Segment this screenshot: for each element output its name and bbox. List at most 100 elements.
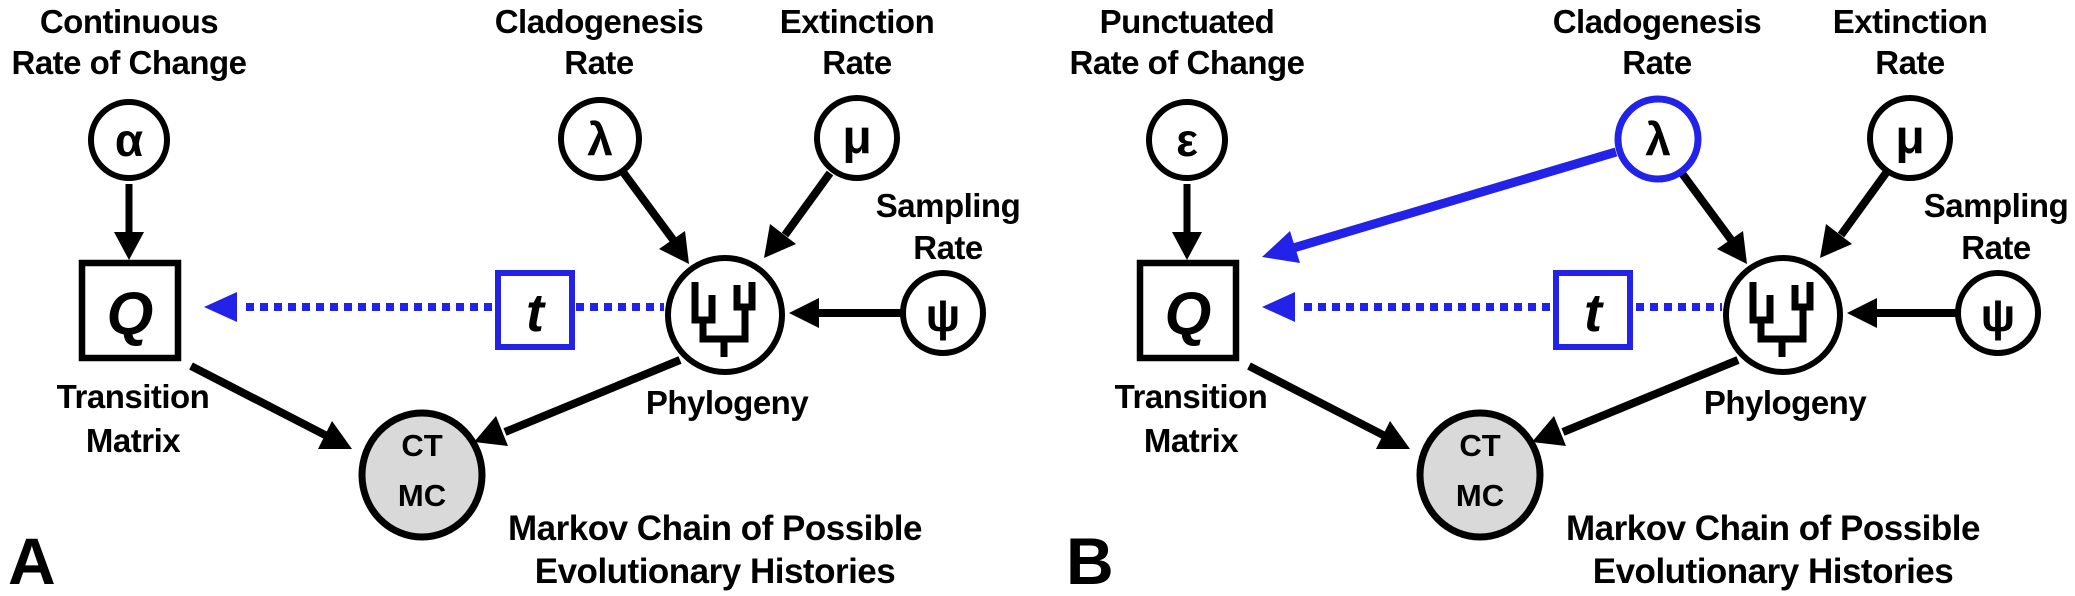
transition-label-line1: Transition <box>57 378 210 415</box>
epsilon-symbol: ε <box>1176 114 1198 166</box>
t-symbol: t <box>526 283 546 343</box>
arrow-dashed-phylogeny-to-q <box>204 292 664 322</box>
lambda-symbol: λ <box>587 113 613 165</box>
panel-b: Punctuated Rate of Change ε Cladogenesis… <box>1066 3 2069 596</box>
arrow-shaft <box>1677 169 1736 244</box>
arrow-head <box>764 224 796 258</box>
panel-letter-b: B <box>1066 524 1114 596</box>
q-node-rect <box>78 259 182 362</box>
arrow-head <box>1847 298 1877 328</box>
arrow-blue-lambda-to-q <box>1262 147 1618 263</box>
q-node-rect <box>1136 259 1240 362</box>
arrow-lambda-to-phylogeny <box>1677 169 1747 264</box>
psi-node-circle <box>900 270 986 356</box>
mu-node-circle <box>1867 95 1953 181</box>
markov-caption-line1: Markov Chain of Possible <box>508 509 922 548</box>
markov-caption-line1: Markov Chain of Possible <box>1566 509 1980 548</box>
rate-label-line1: Continuous <box>40 3 218 40</box>
arrow-q-to-ctmc <box>189 362 352 449</box>
epsilon-node-circle <box>1146 99 1228 181</box>
arrow-mu-to-phylogeny <box>1820 170 1890 258</box>
arrow-lambda-to-phylogeny <box>619 169 689 264</box>
phylogeny-tree-icon <box>691 282 756 357</box>
ctmc-text-line1: CT <box>1459 428 1500 463</box>
rate-label-line2: Rate of Change <box>1069 44 1304 81</box>
arrow-shaft <box>781 170 834 238</box>
cladogenesis-label-line1: Cladogenesis <box>495 3 704 40</box>
panel-a: Continuous Rate of Change α Cladogenesis… <box>8 3 1021 596</box>
arrow-head <box>1820 224 1852 258</box>
arrow-head <box>789 298 819 328</box>
transition-label-line2: Matrix <box>86 422 181 459</box>
sampling-label-line1: Sampling <box>1924 187 2069 224</box>
rate-label-line2: Rate of Change <box>11 44 246 81</box>
q-symbol: Q <box>107 280 154 347</box>
arrow-head <box>1532 416 1566 446</box>
arrow-q-to-ctmc <box>1247 362 1410 449</box>
transition-label-line1: Transition <box>1115 378 1268 415</box>
arrow-dashed-phylogeny-to-q <box>1262 292 1722 322</box>
arrow-mu-to-phylogeny <box>764 170 834 258</box>
cladogenesis-label-line1: Cladogenesis <box>1553 3 1762 40</box>
rate-label-line1: Punctuated <box>1100 3 1275 40</box>
arrow-shaft <box>1288 147 1618 254</box>
ctmc-text-line2: MC <box>398 478 446 513</box>
extinction-label-line2: Rate <box>1875 44 1945 81</box>
panel-letter-a: A <box>8 524 56 596</box>
ctmc-text-line2: MC <box>1456 478 1504 513</box>
psi-node-circle <box>1955 270 2041 356</box>
arrow-epsilon-to-q <box>1172 184 1202 260</box>
markov-caption-line2: Evolutionary Histories <box>1593 552 1954 591</box>
extinction-label-line2: Rate <box>822 44 892 81</box>
arrow-shaft <box>1561 356 1740 436</box>
t-symbol: t <box>1584 283 1604 343</box>
arrow-head <box>114 232 144 260</box>
arrow-head <box>659 231 689 264</box>
sampling-label-line1: Sampling <box>876 187 1021 224</box>
arrow-shaft <box>503 356 682 436</box>
arrow-shaft <box>1247 362 1387 440</box>
alpha-node-circle <box>88 99 170 181</box>
arrow-phylogeny-to-ctmc <box>1532 356 1740 446</box>
arrow-shaft <box>189 362 329 440</box>
lambda-node-circle-highlighted <box>1614 95 1702 183</box>
markov-caption-line2: Evolutionary Histories <box>535 552 896 591</box>
ctmc-text-line1: CT <box>401 428 442 463</box>
phylogeny-label: Phylogeny <box>646 384 810 421</box>
q-symbol: Q <box>1165 280 1212 347</box>
sampling-label-line2: Rate <box>913 229 983 266</box>
ctmc-node-circle <box>1416 409 1544 541</box>
phylogeny-label: Phylogeny <box>1704 384 1868 421</box>
arrow-head <box>318 421 352 449</box>
psi-symbol: ψ <box>1981 289 2016 341</box>
mu-symbol: μ <box>1895 111 1924 164</box>
t-node-rect <box>495 270 575 350</box>
alpha-symbol: α <box>115 114 143 166</box>
arrow-head <box>1376 421 1410 449</box>
arrow-head <box>1262 231 1300 263</box>
cladogenesis-label-line2: Rate <box>564 44 634 81</box>
cladogenesis-label-line2: Rate <box>1622 44 1692 81</box>
mu-symbol: μ <box>842 111 871 164</box>
arrow-head <box>1172 232 1202 260</box>
arrow-phylogeny-to-ctmc <box>474 356 682 446</box>
extinction-label-line1: Extinction <box>780 3 935 40</box>
arrow-psi-to-phylogeny <box>1847 298 1956 328</box>
t-node-rect <box>1553 270 1633 350</box>
arrow-head <box>1717 231 1747 264</box>
sampling-label-line2: Rate <box>1961 229 2031 266</box>
arrow-head <box>204 292 237 322</box>
arrow-shaft <box>1837 170 1890 238</box>
arrow-shaft <box>619 169 678 244</box>
arrow-alpha-to-q <box>114 184 144 260</box>
mu-node-circle <box>814 95 900 181</box>
phylogeny-tree-icon <box>1749 282 1814 357</box>
lambda-node-circle <box>558 97 642 181</box>
lambda-symbol: λ <box>1645 113 1671 165</box>
psi-symbol: ψ <box>926 289 961 341</box>
ctmc-node-circle <box>358 409 486 541</box>
extinction-label-line1: Extinction <box>1833 3 1988 40</box>
transition-label-line2: Matrix <box>1144 422 1239 459</box>
arrow-head <box>1262 292 1295 322</box>
